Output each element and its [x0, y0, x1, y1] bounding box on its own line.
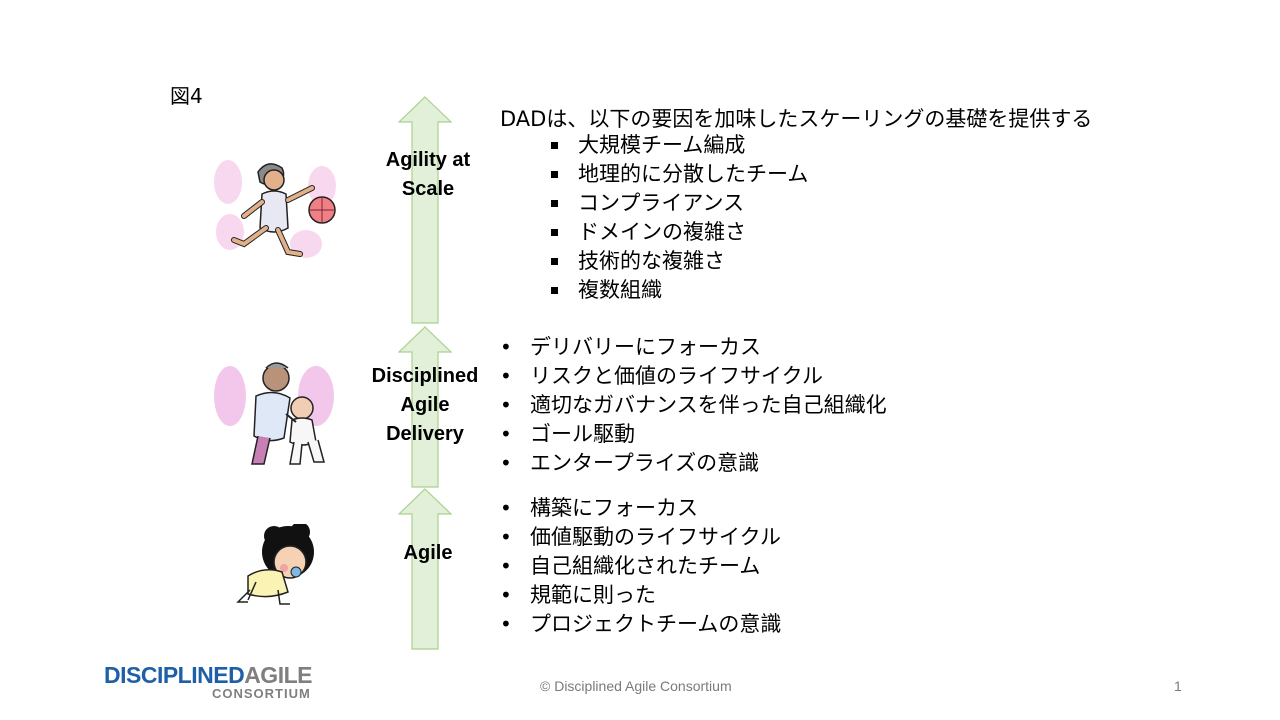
scale-list: 大規模チーム編成 地理的に分散したチーム コンプライアンス ドメインの複雑さ 技… — [550, 131, 808, 305]
stage-label-scale: Agility at Scale — [385, 149, 471, 200]
list-item: 価値駆動のライフサイクル — [500, 523, 781, 552]
list-item: 大規模チーム編成 — [550, 131, 808, 160]
list-item: デリバリーにフォーカス — [500, 333, 887, 362]
list-item: プロジェクトチームの意識 — [500, 610, 781, 639]
page-number: 1 — [1174, 678, 1182, 694]
consortium-logo: DISCIPLINEDAGILE CONSORTIUM — [104, 662, 312, 700]
agile-arrow — [398, 488, 452, 650]
list-item: ドメインの複雑さ — [550, 218, 808, 247]
stage-label-dad: Disciplined Agile Delivery — [371, 365, 479, 445]
list-item: 技術的な複雑さ — [550, 247, 808, 276]
list-item: エンタープライズの意識 — [500, 449, 887, 478]
adult-helping-child-walk-icon — [210, 356, 340, 472]
list-item: コンプライアンス — [550, 189, 808, 218]
figure-label: 図4 — [170, 84, 203, 108]
stage-label-agile: Agile — [403, 542, 453, 564]
dad-list: デリバリーにフォーカス リスクと価値のライフサイクル 適切なガバナンスを伴った自… — [500, 333, 887, 478]
scale-heading: DADは、以下の要因を加味したスケーリングの基礎を提供する — [500, 107, 1093, 131]
logo-part-disciplined: DISCIPLINED — [104, 662, 245, 688]
list-item: リスクと価値のライフサイクル — [500, 362, 887, 391]
crawling-baby-icon — [230, 522, 320, 612]
agile-list: 構築にフォーカス 価値駆動のライフサイクル 自己組織化されたチーム 規範に則った… — [500, 494, 781, 639]
list-item: 適切なガバナンスを伴った自己組織化 — [500, 391, 887, 420]
list-item: ゴール駆動 — [500, 420, 887, 449]
footer-copyright: © Disciplined Agile Consortium — [540, 678, 732, 694]
list-item: 構築にフォーカス — [500, 494, 781, 523]
list-item: 地理的に分散したチーム — [550, 160, 808, 189]
list-item: 自己組織化されたチーム — [500, 552, 781, 581]
adult-basketball-player-icon — [210, 152, 340, 268]
scale-arrow — [398, 96, 452, 324]
dad-arrow — [398, 326, 452, 488]
list-item: 複数組織 — [550, 276, 808, 305]
list-item: 規範に則った — [500, 581, 781, 610]
logo-part-agile: AGILE — [244, 662, 312, 688]
logo-part-consortium: CONSORTIUM — [212, 686, 311, 701]
